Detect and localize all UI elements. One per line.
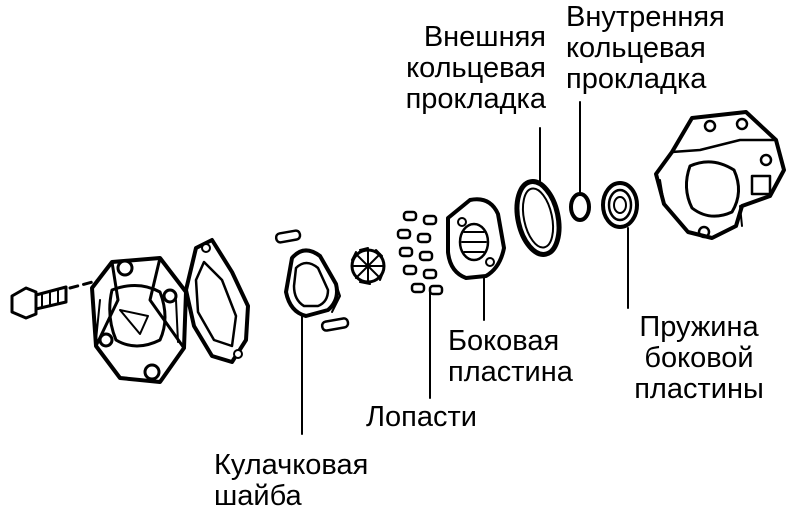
label-cam-ring: Кулачковая шайба [214,449,369,512]
gasket [184,238,250,364]
label-side-plate-spring: Пружина боковой пластины [634,311,764,405]
outer-o-ring [514,179,562,257]
vanes [396,210,444,296]
label-inner-o-ring: Внутренняя кольцевая прокладка [566,1,725,95]
label-outer-o-ring: Внешняя кольцевая прокладка [405,21,546,115]
bolt [10,278,102,320]
label-vanes: Лопасти [366,401,477,433]
front-housing [654,110,786,240]
rotor [350,247,386,285]
side-plate-spring [601,181,639,229]
cam-ring [274,229,350,332]
rear-housing [90,256,188,384]
label-side-plate: Боковая пластина [448,325,573,388]
leader-lines [301,101,629,435]
side-plate [446,197,506,280]
inner-o-ring [569,192,591,222]
